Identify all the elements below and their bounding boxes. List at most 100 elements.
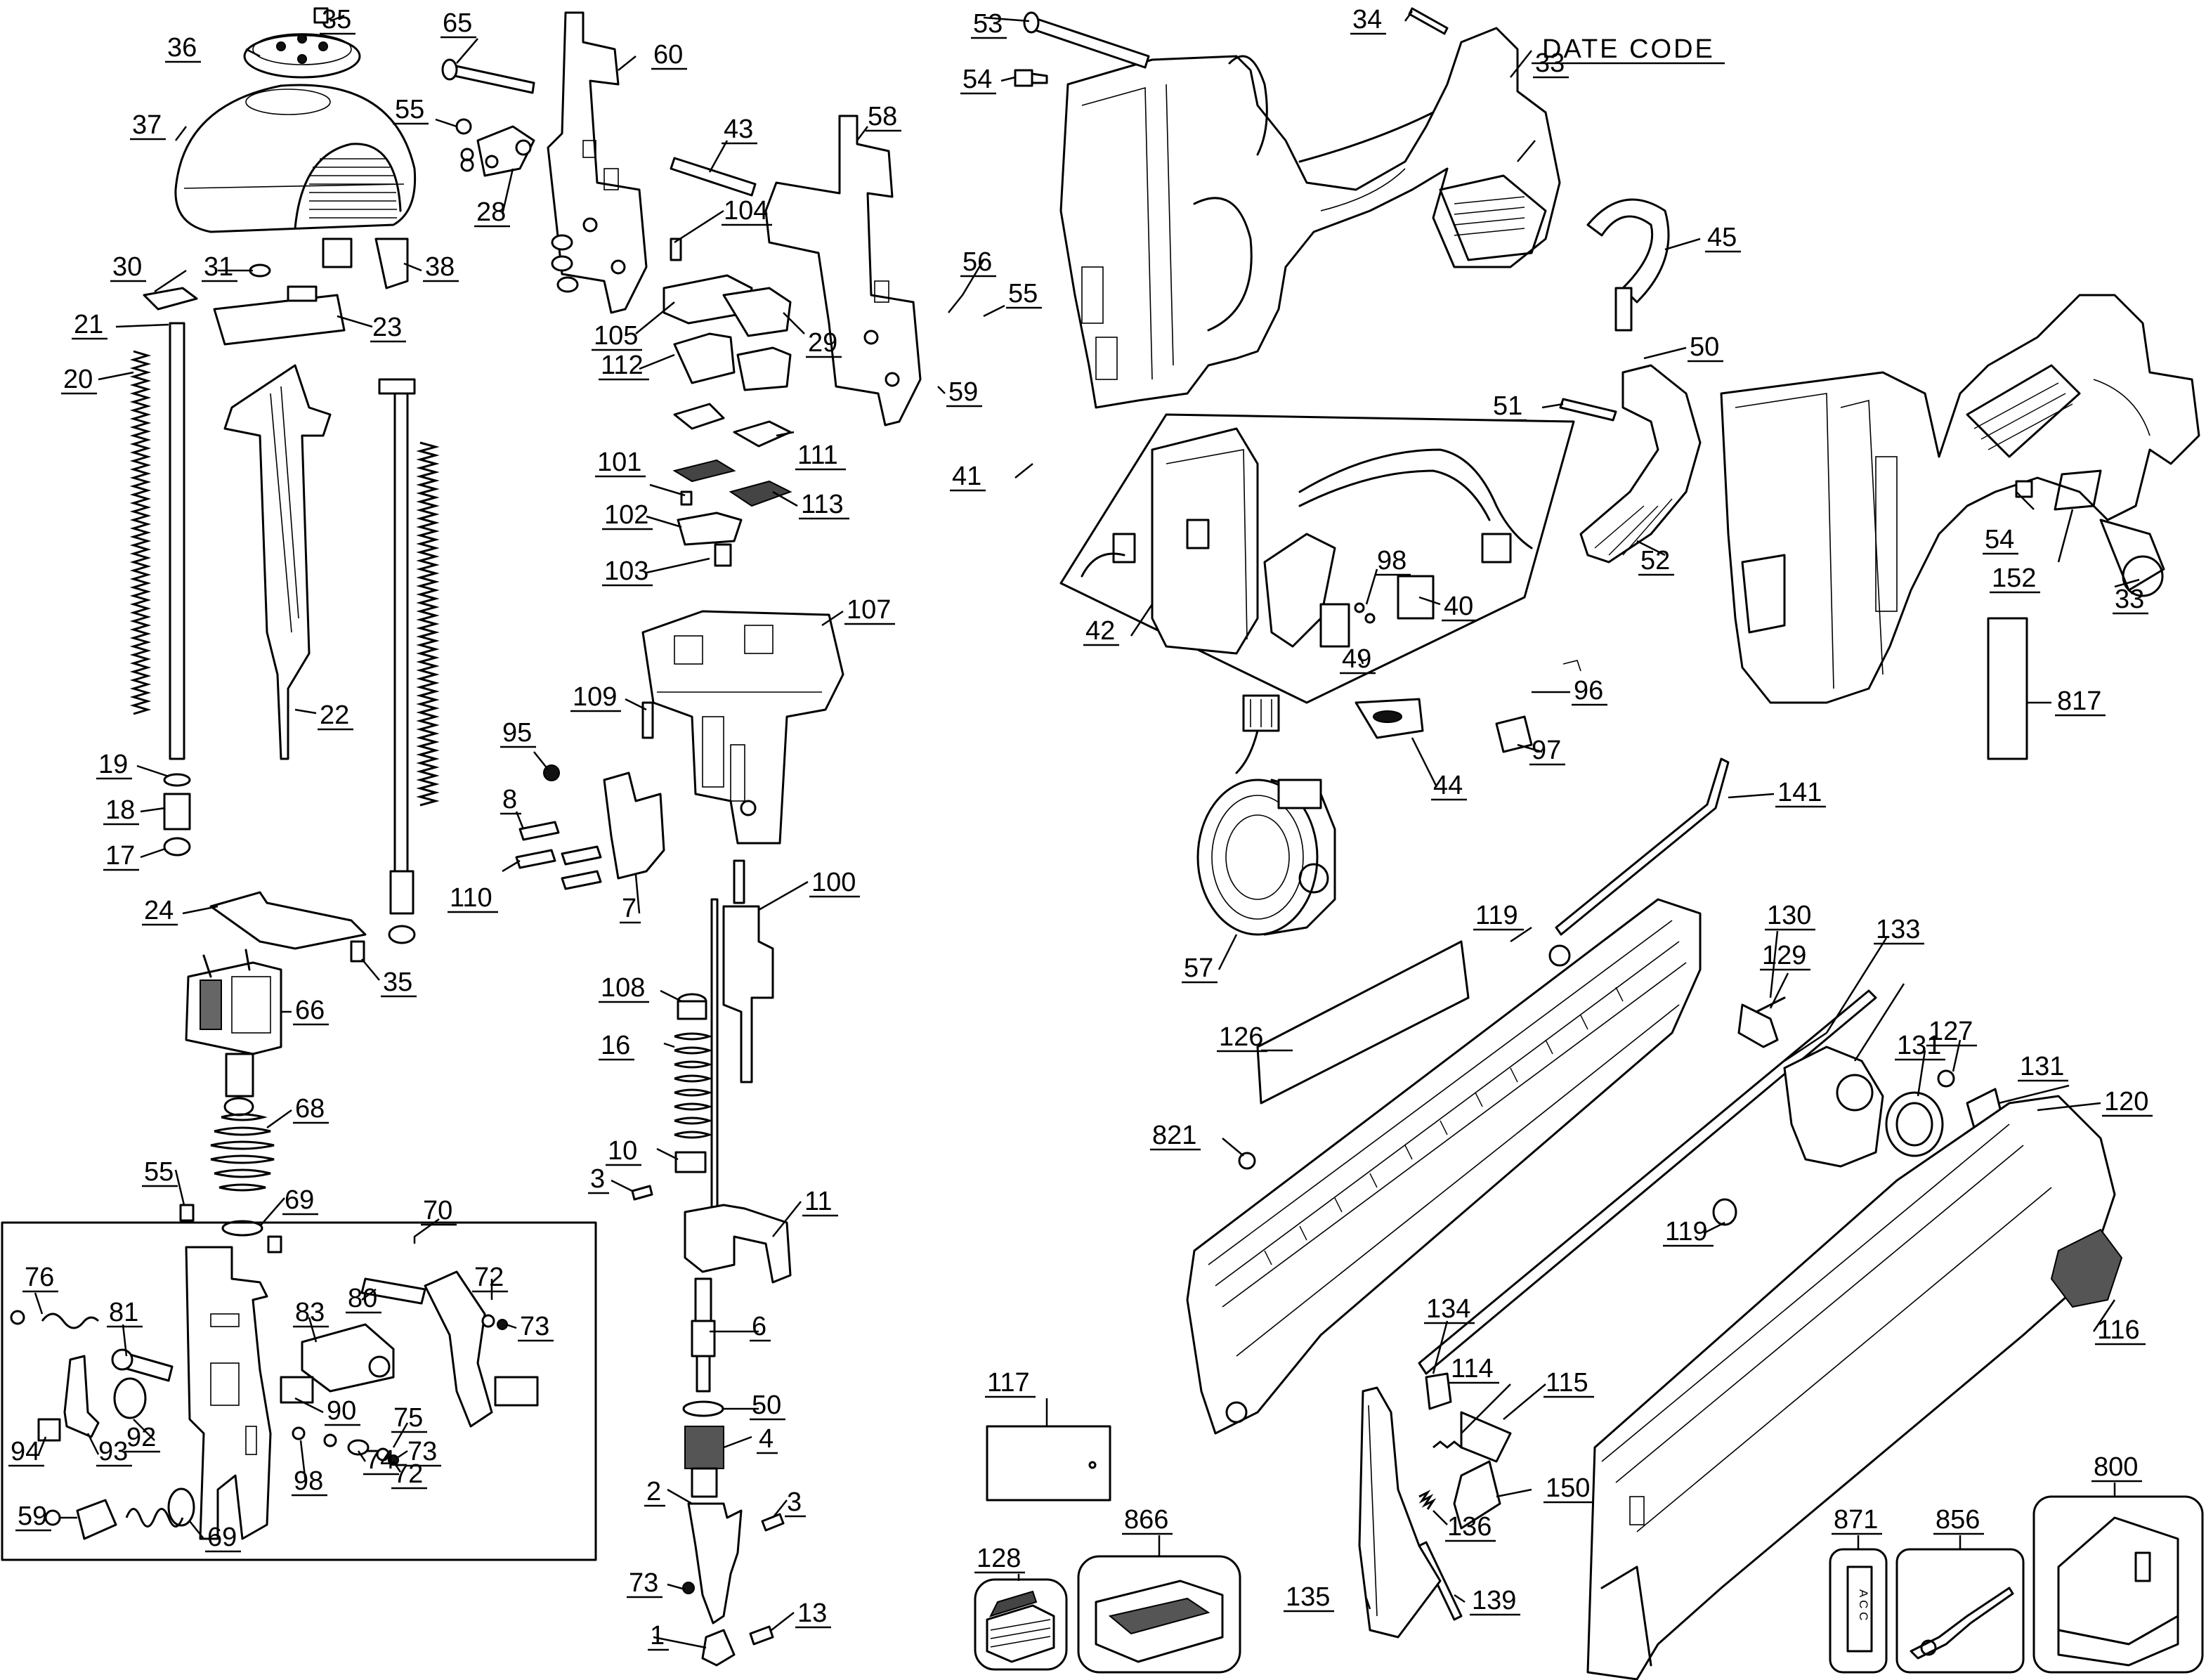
callout-40: 40: [1444, 592, 1473, 621]
callout-13: 13: [797, 1598, 827, 1628]
callout-34: 34: [1352, 5, 1382, 34]
callout-115: 115: [1546, 1368, 1588, 1398]
callout-16: 16: [601, 1031, 630, 1060]
callout-44: 44: [1433, 771, 1463, 800]
callout-80: 80: [348, 1284, 377, 1313]
driver-assembly: [631, 859, 792, 1667]
callout-37: 37: [132, 110, 162, 140]
callout-98: 98: [294, 1466, 323, 1496]
callout-72: 72: [474, 1263, 504, 1292]
callout-33: 33: [2115, 585, 2144, 614]
callout-141: 141: [1777, 778, 1822, 807]
cylinder-housing-107: [515, 610, 844, 890]
callout-55: 55: [144, 1157, 174, 1187]
callout-90: 90: [327, 1396, 356, 1426]
main-housing-right-half: [1355, 294, 2200, 760]
trigger-kit-box: [1, 1221, 597, 1561]
callout-72: 72: [393, 1459, 423, 1489]
callout-70: 70: [423, 1196, 452, 1225]
callout-50: 50: [1690, 332, 1719, 362]
callout-126: 126: [1219, 1022, 1263, 1052]
callout-3: 3: [787, 1487, 802, 1517]
callout-101: 101: [597, 448, 641, 477]
callout-120: 120: [2104, 1087, 2148, 1116]
callout-856: 856: [1936, 1505, 1980, 1535]
callout-54: 54: [1985, 525, 2014, 554]
left-rods-and-springs: [129, 322, 440, 963]
callout-135: 135: [1286, 1582, 1330, 1612]
callout-108: 108: [601, 973, 645, 1003]
callout-73: 73: [407, 1437, 437, 1466]
callout-150: 150: [1546, 1473, 1590, 1503]
callout-4: 4: [759, 1424, 774, 1454]
callout-73: 73: [520, 1312, 549, 1341]
callout-116: 116: [2097, 1315, 2140, 1345]
callout-75: 75: [393, 1403, 423, 1433]
callout-17: 17: [105, 841, 135, 871]
main-housing-left-half: [1014, 7, 1561, 409]
callout-36: 36: [167, 33, 197, 63]
callout-74: 74: [365, 1445, 395, 1475]
callout-866: 866: [1124, 1505, 1168, 1535]
callout-45: 45: [1707, 223, 1737, 252]
callout-10: 10: [608, 1136, 637, 1166]
callout-107: 107: [847, 595, 891, 625]
callout-129: 129: [1762, 941, 1806, 970]
callout-105: 105: [594, 321, 638, 351]
callout-57: 57: [1184, 953, 1213, 983]
callout-100: 100: [811, 868, 856, 897]
callout-98: 98: [1377, 546, 1407, 575]
callout-134: 134: [1426, 1294, 1470, 1324]
callout-97: 97: [1532, 736, 1561, 765]
top-cap-assembly: [143, 7, 417, 346]
callout-112: 112: [601, 351, 644, 380]
callout-8: 8: [502, 785, 517, 814]
callout-42: 42: [1085, 616, 1115, 646]
callout-65: 65: [443, 8, 472, 38]
callout-21: 21: [74, 310, 103, 339]
callout-136: 136: [1447, 1512, 1492, 1542]
date-code-callout: DATE CODE: [1532, 34, 1725, 65]
callout-29: 29: [808, 328, 837, 358]
callout-35: 35: [322, 5, 351, 34]
magazine-assembly: [1186, 757, 2123, 1680]
callout-821: 821: [1152, 1121, 1196, 1150]
callout-38: 38: [425, 252, 455, 282]
callout-1: 1: [650, 1621, 665, 1650]
callout-104: 104: [724, 196, 768, 226]
callout-69: 69: [207, 1523, 237, 1552]
callout-20: 20: [63, 365, 93, 394]
callout-31: 31: [204, 252, 233, 282]
callout-113: 113: [801, 490, 844, 519]
callout-119: 119: [1665, 1217, 1708, 1246]
callout-51: 51: [1493, 391, 1522, 421]
callout-83: 83: [295, 1298, 325, 1327]
belt-hook-and-handle: [1559, 198, 1702, 564]
wiring-box-42: [1059, 413, 1575, 704]
callout-127: 127: [1928, 1017, 1973, 1046]
callout-55: 55: [395, 95, 424, 124]
callout-30: 30: [112, 252, 142, 282]
callout-96: 96: [1574, 676, 1603, 705]
callout-50: 50: [752, 1391, 781, 1420]
callout-130: 130: [1767, 901, 1811, 930]
callout-53: 53: [973, 9, 1003, 39]
leader-lines: [34, 11, 2140, 1649]
callout-52: 52: [1640, 546, 1670, 575]
callout-93: 93: [98, 1437, 128, 1466]
callout-103: 103: [604, 556, 648, 586]
callout-41: 41: [952, 462, 981, 491]
callout-55: 55: [1008, 279, 1038, 308]
accessories: [974, 1425, 2204, 1674]
callout-131: 131: [2020, 1052, 2064, 1081]
callout-114: 114: [1451, 1354, 1494, 1383]
callout-58: 58: [868, 102, 897, 131]
callout-139: 139: [1472, 1586, 1516, 1615]
motor-57: [1196, 694, 1336, 936]
callout-128: 128: [977, 1544, 1021, 1573]
callout-111: 111: [797, 441, 838, 470]
callout-6: 6: [752, 1312, 766, 1341]
callout-19: 19: [98, 750, 128, 779]
